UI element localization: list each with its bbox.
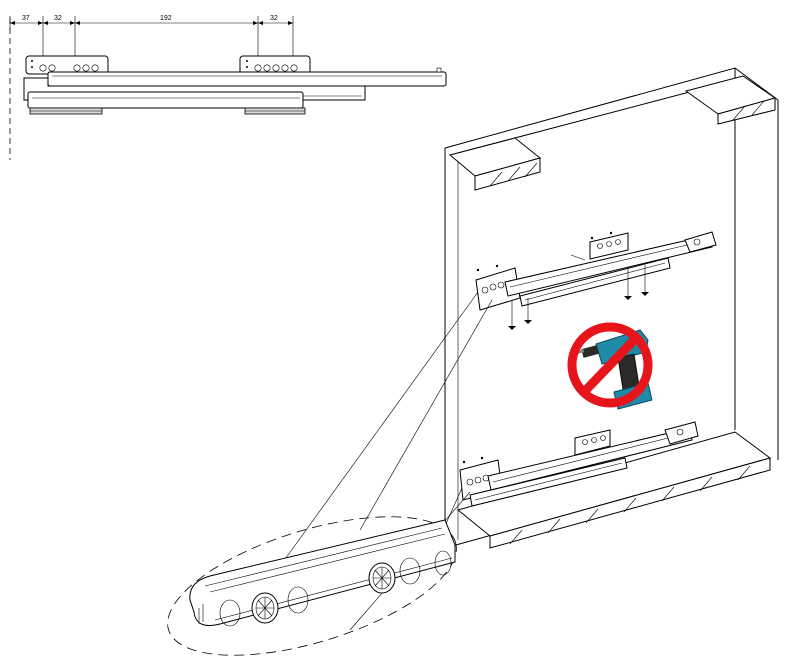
upper-runner bbox=[475, 231, 717, 330]
runner-dimension-detail: 37 32 192 32 bbox=[9, 15, 447, 160]
no-power-drill-icon bbox=[567, 322, 653, 410]
pozidriv-screw-icon bbox=[251, 592, 279, 624]
top-block-left bbox=[448, 137, 542, 191]
pozidriv-screw-icon bbox=[368, 562, 396, 594]
dimension-32-left: 32 bbox=[54, 15, 62, 22]
zoomed-screw-detail bbox=[167, 516, 457, 656]
cabinet-side-panel bbox=[444, 67, 779, 549]
plate-holes-left bbox=[31, 60, 99, 72]
dimension-32-right: 32 bbox=[270, 15, 278, 22]
dimension-37: 37 bbox=[22, 15, 30, 22]
plate-holes-right bbox=[246, 60, 298, 72]
bottom-shelf bbox=[456, 431, 772, 549]
top-block-right bbox=[684, 75, 777, 125]
screws-upper bbox=[508, 265, 649, 330]
lower-runner bbox=[459, 421, 699, 507]
dimension-192: 192 bbox=[160, 15, 172, 22]
